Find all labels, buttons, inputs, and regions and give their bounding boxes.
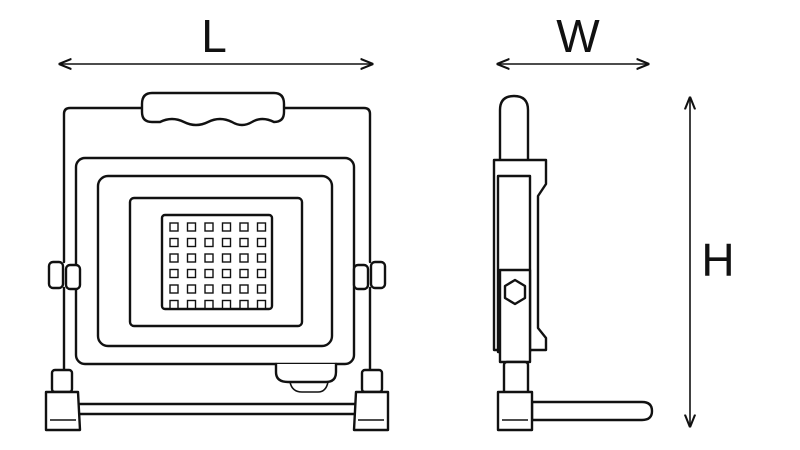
lamp-lens: [128, 196, 304, 328]
led-chip: [239, 284, 249, 294]
height-label: H: [701, 234, 734, 286]
led-chip: [204, 253, 214, 263]
led-chip: [221, 222, 232, 232]
led-chip: [221, 284, 232, 294]
left-pivot-knob-outer: [47, 260, 65, 290]
led-chip: [256, 284, 267, 294]
led-chip: [239, 222, 249, 232]
right-pivot-knob-outer: [369, 260, 387, 290]
led-chip: [204, 284, 214, 294]
side-foot-bar: [530, 400, 654, 422]
led-chip: [239, 268, 249, 279]
lamp-housing-outer: [74, 156, 356, 366]
led-chip: [169, 237, 179, 248]
left-foot: [44, 368, 82, 432]
led-chip: [221, 237, 232, 248]
right-foot: [352, 368, 390, 432]
led-chip: [204, 268, 214, 279]
led-chip: [169, 284, 179, 294]
left-pivot-knob-inner: [64, 263, 82, 291]
led-chip: [256, 268, 267, 279]
led-chip: [239, 253, 249, 263]
led-chip: [186, 253, 197, 263]
led-chip: [186, 268, 197, 279]
length-label: L: [201, 10, 227, 62]
led-chip: [169, 253, 179, 263]
side-view: W H: [492, 10, 735, 432]
led-chip: [204, 237, 214, 248]
carry-handle: [140, 91, 286, 127]
led-chip: [169, 222, 179, 232]
led-board: [160, 213, 274, 311]
led-chip: [256, 222, 267, 232]
base-bar: [78, 402, 358, 416]
led-chip: [239, 299, 249, 310]
led-chip: [204, 222, 214, 232]
side-handle: [498, 94, 530, 178]
led-chip: [239, 237, 249, 248]
right-pivot-knob-inner: [352, 263, 370, 291]
led-chip: [221, 299, 232, 310]
led-chip: [169, 299, 179, 310]
led-chip: [221, 253, 232, 263]
led-chip: [186, 237, 197, 248]
led-chip: [169, 268, 179, 279]
led-array: [169, 222, 267, 310]
led-chip: [186, 299, 197, 310]
led-chip: [256, 253, 267, 263]
led-chip: [186, 222, 197, 232]
led-chip: [204, 299, 214, 310]
width-label: W: [556, 10, 600, 62]
hex-nut-icon: [503, 278, 527, 306]
led-chip: [256, 299, 267, 310]
cable-gland: [274, 362, 338, 384]
led-chip: [221, 268, 232, 279]
led-chip: [256, 237, 267, 248]
front-view: L: [44, 10, 390, 432]
led-chip: [186, 284, 197, 294]
lamp-housing-bezel: [96, 174, 334, 348]
